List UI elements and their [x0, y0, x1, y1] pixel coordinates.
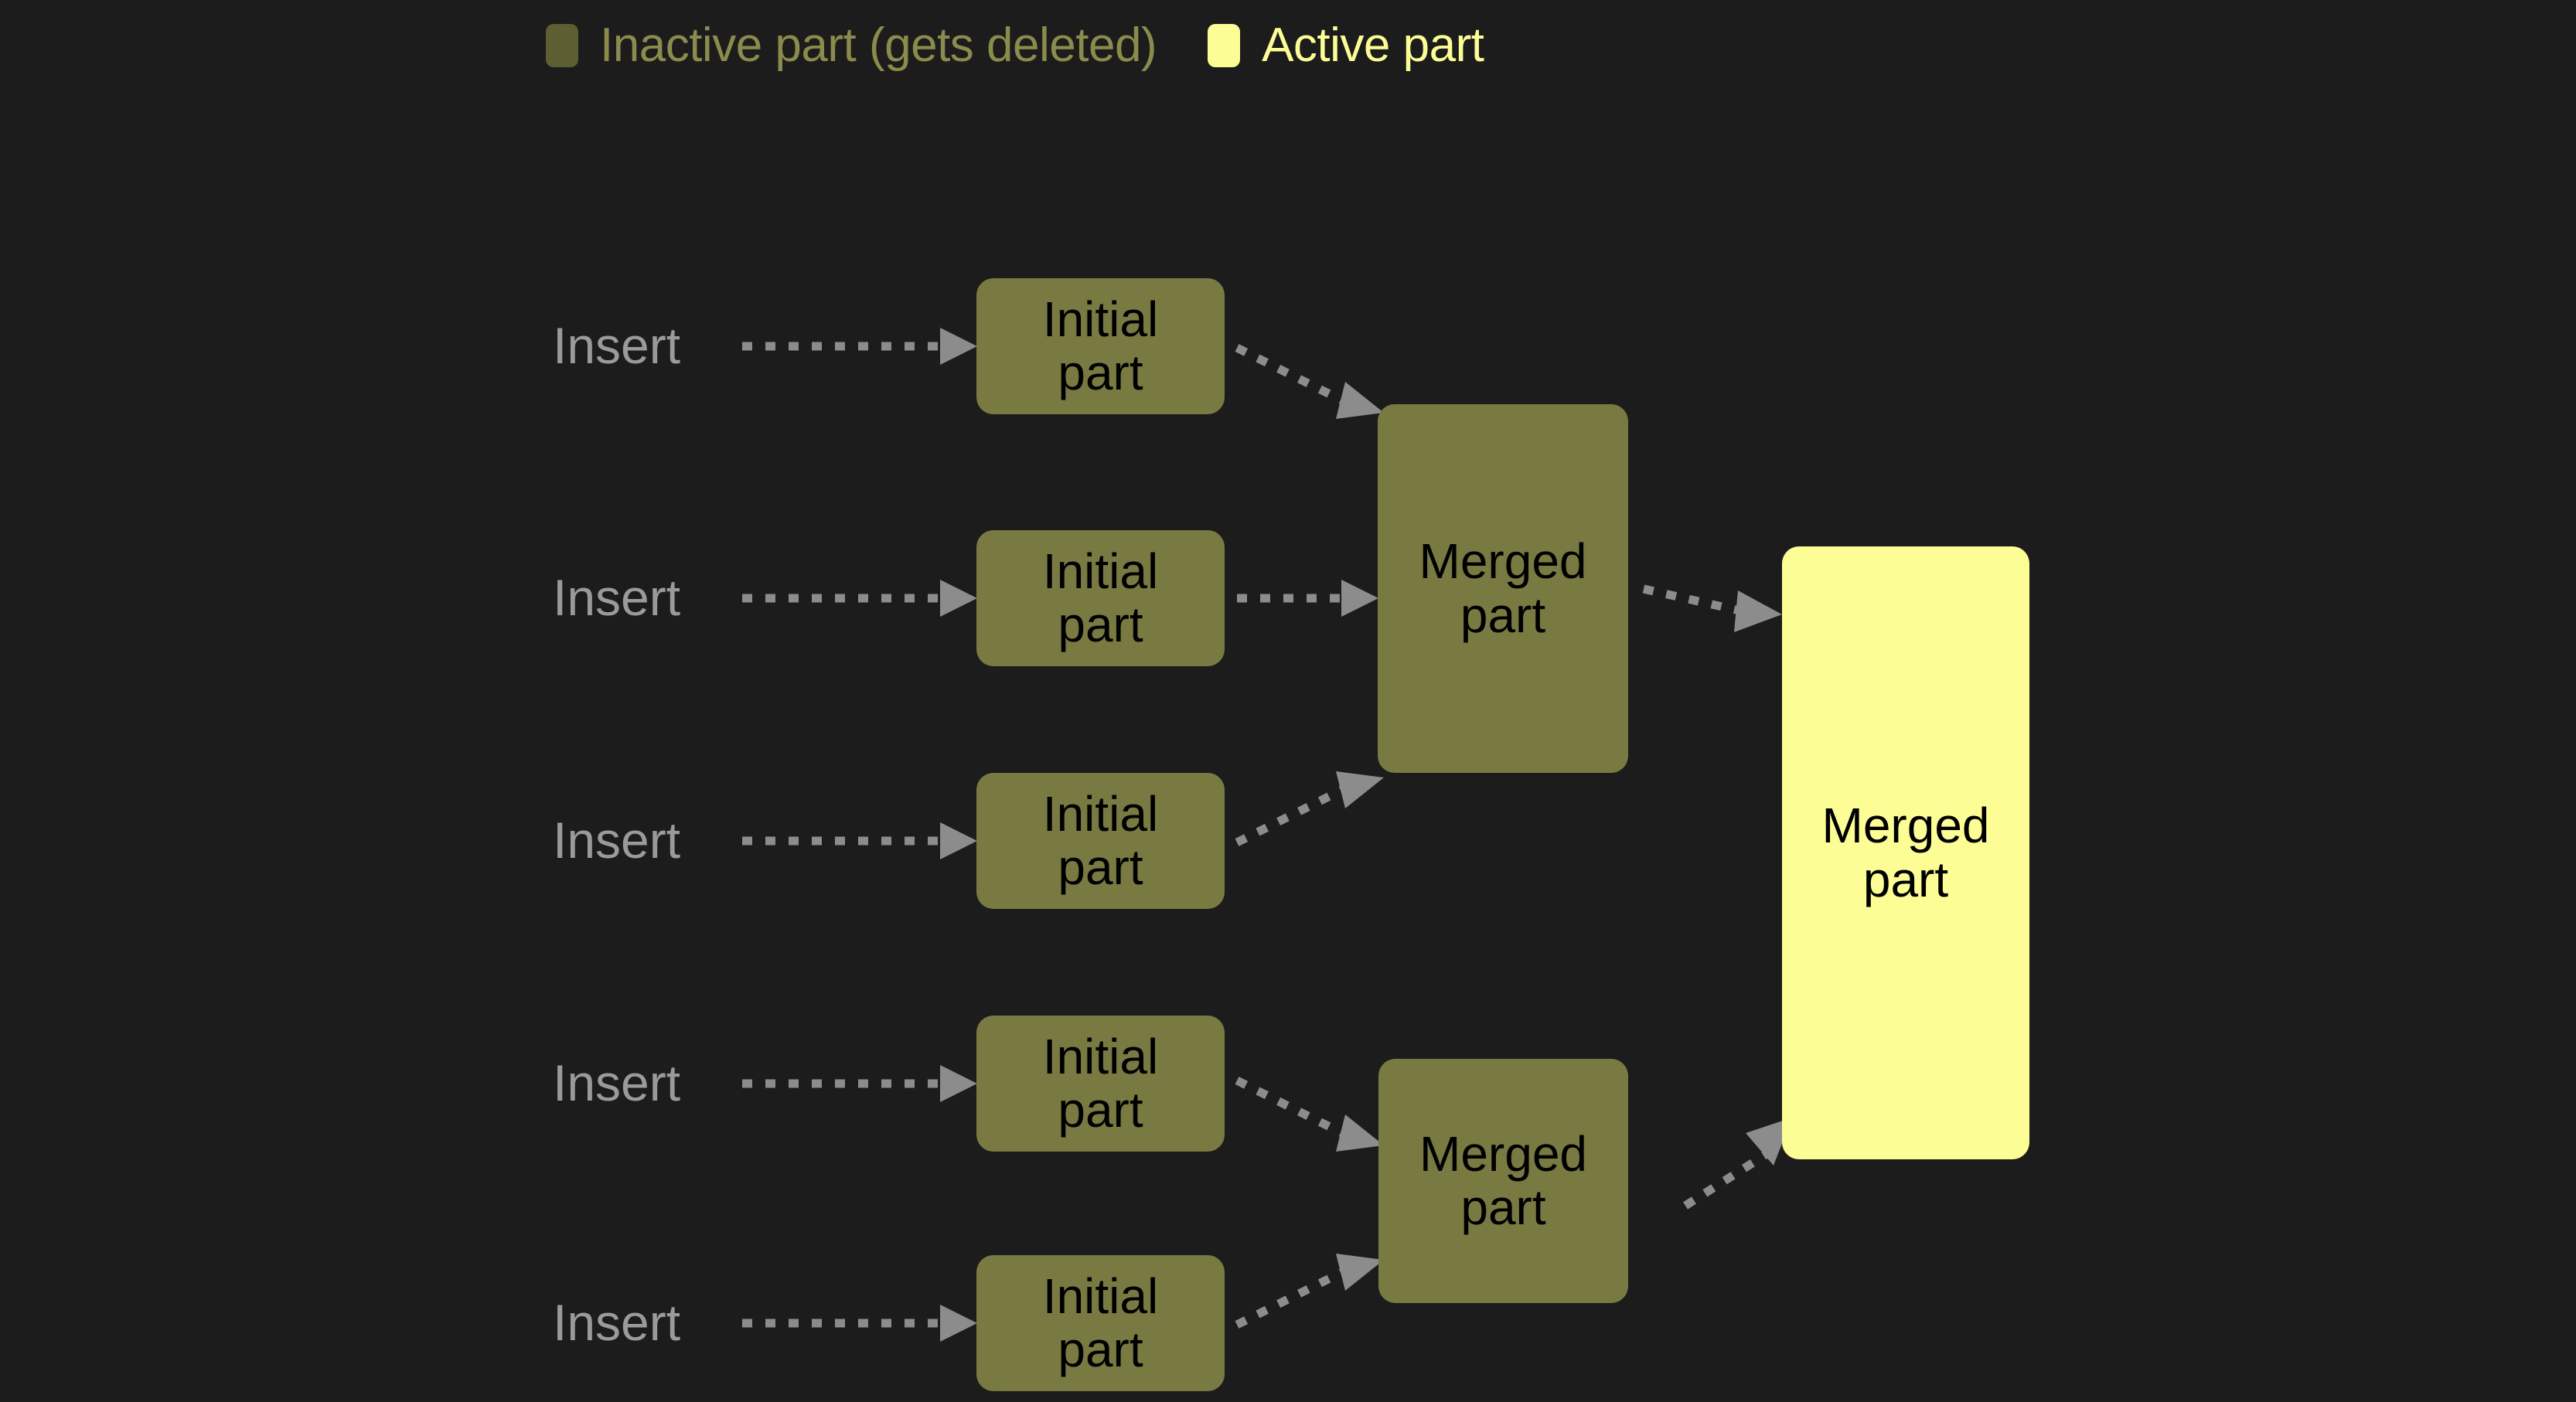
- edge-initial3-to-merged1: [1235, 771, 1384, 846]
- insert-label-5: Insert: [553, 1294, 681, 1351]
- node-line-2: part: [1058, 839, 1143, 895]
- edge-initial2-to-merged1: [1237, 580, 1378, 617]
- active-swatch-icon: [1208, 24, 1241, 67]
- edge-initial4-to-merged2: [1235, 1077, 1384, 1152]
- node-line-1: Merged: [1419, 533, 1587, 590]
- node-initial-part-1[interactable]: Initial part: [976, 278, 1225, 414]
- node-initial-part-2[interactable]: Initial part: [976, 530, 1225, 666]
- insert-label-3: Insert: [553, 812, 681, 869]
- node-active-merged-part-text: Merged part: [1822, 799, 1990, 906]
- edge-insert-to-initial-5: [742, 1305, 977, 1342]
- edge-insert-to-initial-1: [742, 328, 977, 365]
- edge-merged1-to-active: [1642, 584, 1782, 632]
- node-line-1: Initial: [1042, 543, 1159, 599]
- node-line-1: Merged: [1821, 798, 1990, 854]
- inactive-swatch-icon: [546, 24, 578, 67]
- node-initial-part-5-text: Initial part: [1042, 1268, 1159, 1377]
- node-initial-part-4[interactable]: Initial part: [976, 1016, 1225, 1152]
- node-line-2: part: [1058, 345, 1143, 400]
- legend-label-inactive: Inactive part (gets deleted): [600, 19, 1157, 72]
- node-line-1: Initial: [1042, 291, 1159, 347]
- insert-label-2: Insert: [553, 569, 681, 626]
- edge-insert-to-initial-4: [742, 1065, 977, 1102]
- node-merged-part-1[interactable]: Merged part: [1378, 404, 1628, 773]
- node-line-2: part: [1460, 1179, 1546, 1235]
- node-initial-part-4-text: Initial part: [1042, 1028, 1159, 1138]
- legend-entry-inactive: Inactive part (gets deleted): [546, 22, 1157, 70]
- edge-merged2-to-active: [1683, 1118, 1792, 1210]
- node-initial-part-5[interactable]: Initial part: [976, 1255, 1225, 1391]
- edge-initial1-to-merged1: [1235, 344, 1384, 419]
- node-line-2: part: [1058, 1322, 1143, 1377]
- node-line-1: Initial: [1042, 1028, 1159, 1084]
- edge-insert-to-initial-2: [742, 580, 977, 617]
- edge-initial5-to-merged2: [1235, 1254, 1384, 1329]
- node-line-1: Initial: [1042, 1268, 1159, 1324]
- edge-insert-to-initial-3: [742, 822, 977, 859]
- node-active-merged-part[interactable]: Merged part: [1782, 546, 2029, 1159]
- node-initial-part-3[interactable]: Initial part: [976, 773, 1225, 909]
- legend-entry-active: Active part: [1208, 22, 1484, 70]
- legend: Inactive part (gets deleted) Active part: [546, 22, 1484, 70]
- node-initial-part-1-text: Initial part: [1042, 291, 1159, 400]
- node-line-1: Merged: [1419, 1125, 1587, 1182]
- node-merged-part-1-text: Merged part: [1419, 535, 1587, 641]
- node-line-2: part: [1058, 597, 1143, 652]
- insert-label-1: Insert: [553, 317, 681, 374]
- node-merged-part-2-text: Merged part: [1419, 1125, 1587, 1235]
- legend-label-active: Active part: [1262, 19, 1484, 72]
- node-merged-part-2[interactable]: Merged part: [1378, 1059, 1628, 1303]
- node-line-2: part: [1058, 1082, 1143, 1138]
- node-line-2: part: [1862, 851, 1949, 907]
- node-line-1: Initial: [1042, 785, 1159, 842]
- node-initial-part-3-text: Initial part: [1042, 785, 1159, 895]
- node-initial-part-2-text: Initial part: [1042, 543, 1159, 652]
- node-line-2: part: [1460, 587, 1546, 643]
- insert-label-4: Insert: [553, 1054, 681, 1111]
